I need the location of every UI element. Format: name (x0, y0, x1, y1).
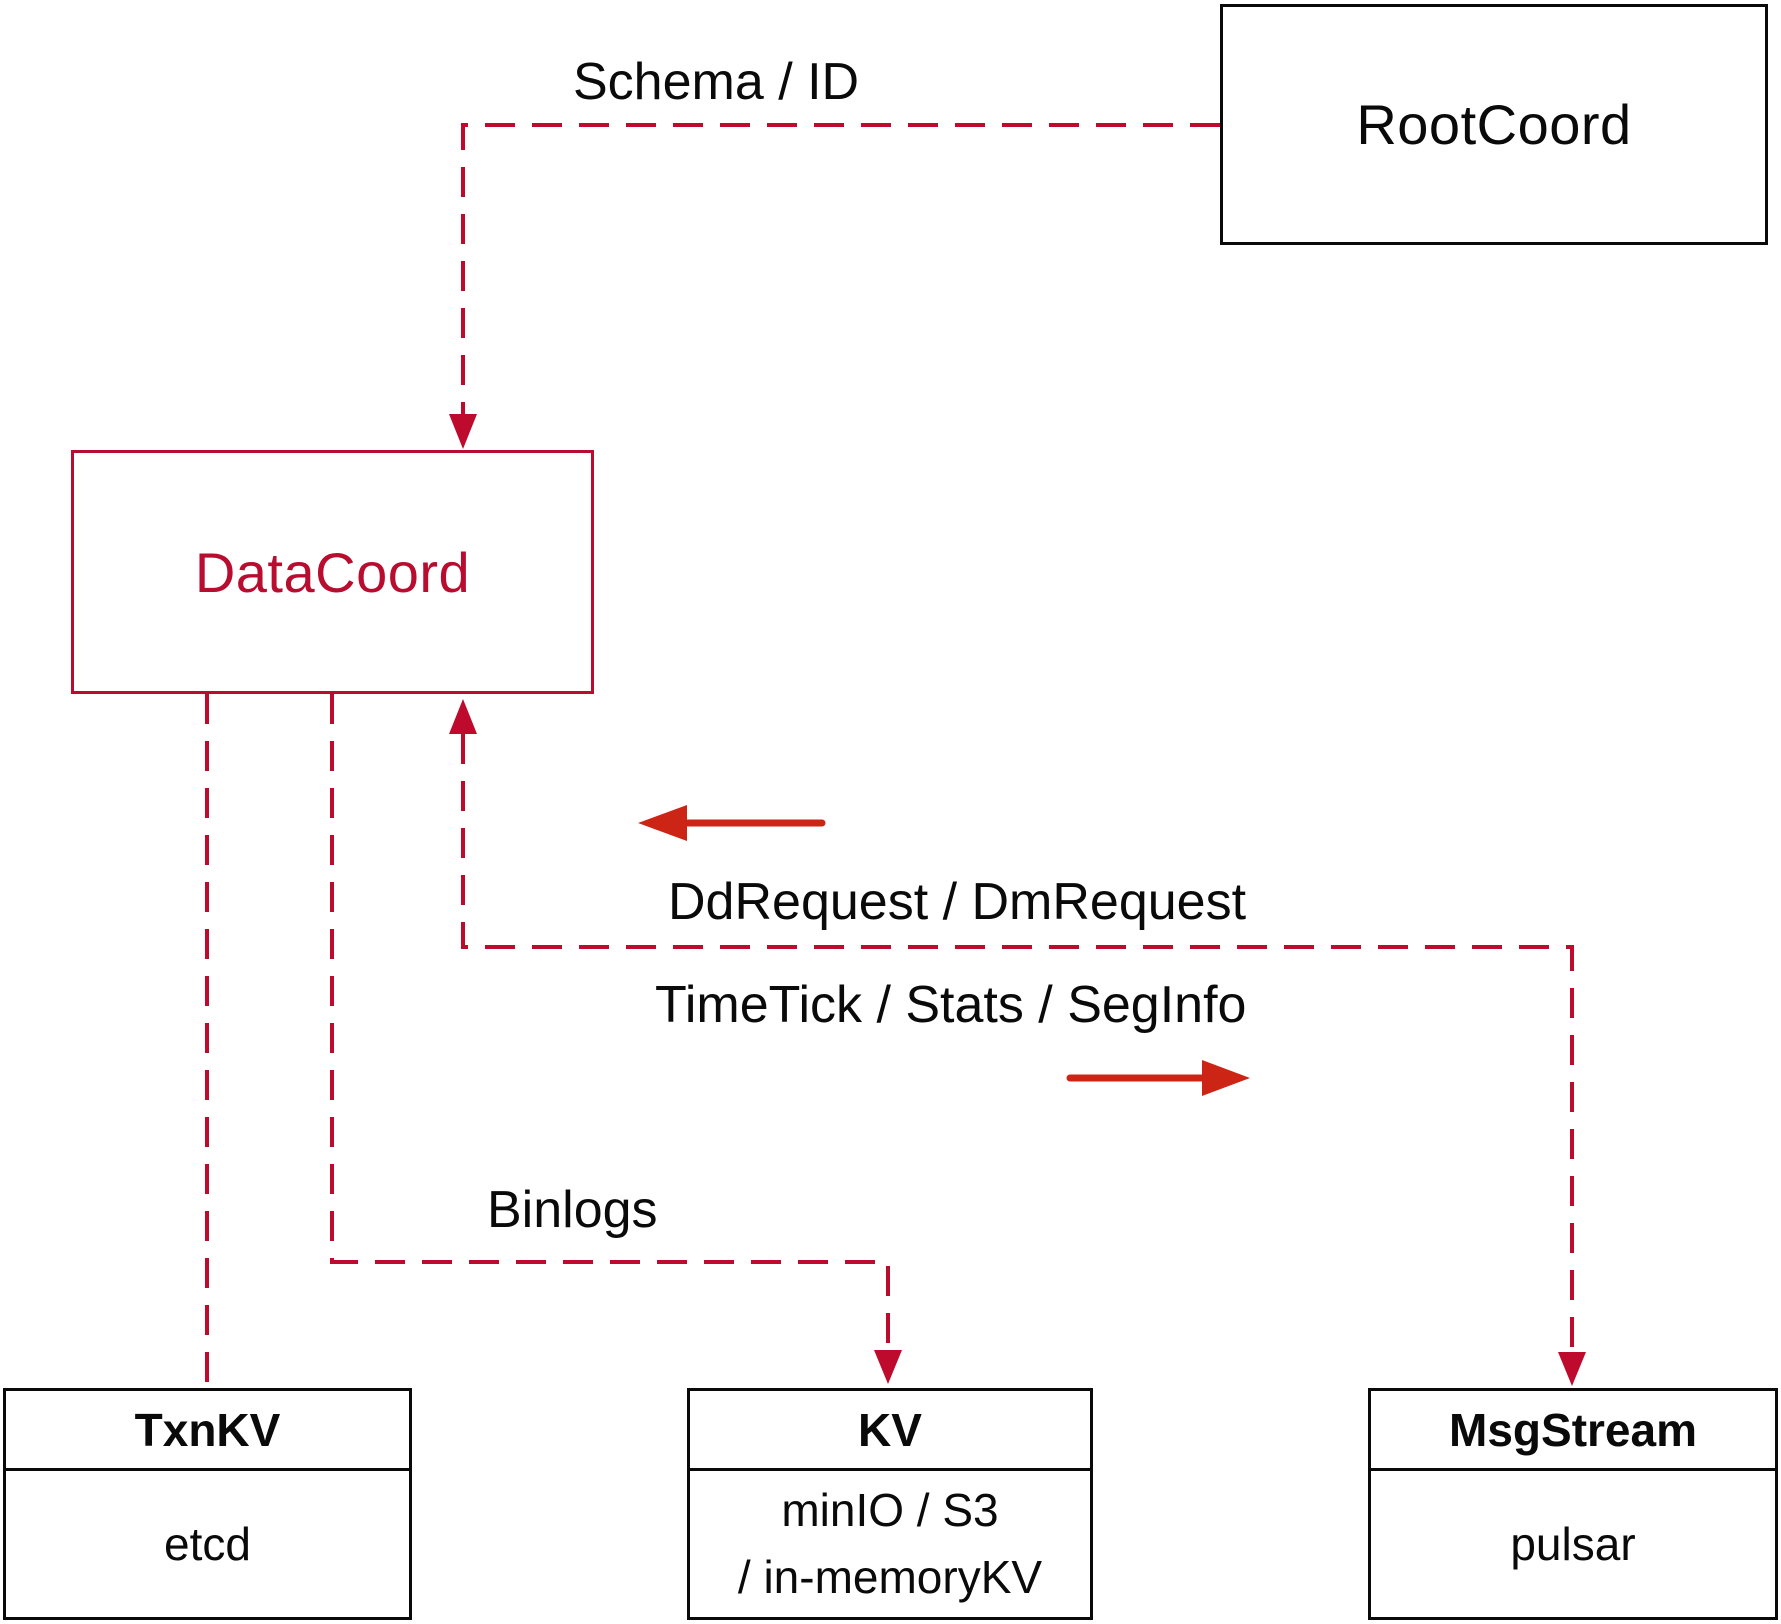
txnkv-title: TxnKV (6, 1391, 409, 1471)
txnkv-body: etcd (164, 1517, 251, 1570)
kv-body-line1: minIO / S3 (781, 1484, 999, 1537)
msgstream-title: MsgStream (1371, 1391, 1775, 1471)
txnkv-node: TxnKV etcd (3, 1388, 412, 1620)
left-direction-arrow (638, 805, 826, 841)
datacoord-node: DataCoord (71, 450, 594, 694)
rootcoord-node: RootCoord (1220, 4, 1768, 245)
edge-timetick-arrowhead (1558, 1352, 1586, 1386)
edge-ddrequest-arrowhead (449, 699, 477, 734)
msgstream-node: MsgStream pulsar (1368, 1388, 1778, 1620)
edge-binlogs-line (330, 694, 890, 1350)
edge-binlogs-arrowhead (874, 1350, 902, 1384)
edge-ddrequest-timetick-line (461, 734, 1574, 1352)
kv-node: KV minIO / S3 / in-memoryKV (687, 1388, 1093, 1620)
edge-schema-id-line (461, 123, 1220, 414)
timetick-edge-label: TimeTick / Stats / SegInfo (655, 976, 1247, 1034)
datacoord-label: DataCoord (194, 540, 471, 604)
rootcoord-label: RootCoord (1356, 93, 1632, 156)
right-direction-arrow (1066, 1060, 1250, 1096)
msgstream-body: pulsar (1510, 1517, 1636, 1570)
schema-id-edge-label: Schema / ID (573, 53, 860, 111)
kv-body-line2: / in-memoryKV (737, 1551, 1043, 1603)
edge-schema-id-arrowhead (449, 414, 477, 449)
binlogs-edge-label: Binlogs (487, 1181, 658, 1239)
kv-body: minIO / S3 / in-memoryKV (690, 1471, 1090, 1617)
kv-title: KV (690, 1391, 1090, 1471)
ddrequest-edge-label: DdRequest / DmRequest (668, 873, 1247, 931)
